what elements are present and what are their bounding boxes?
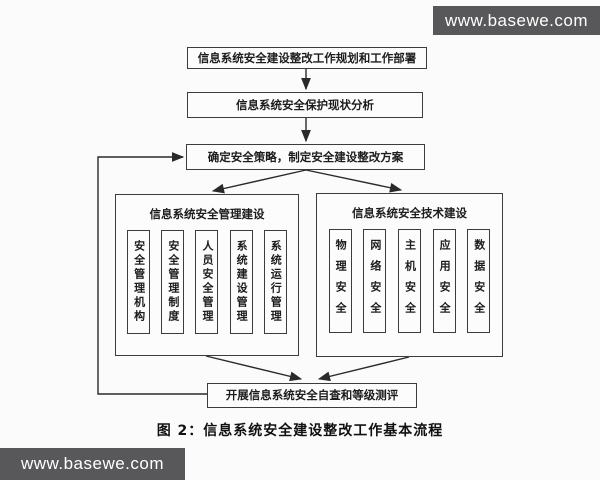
item-host-security: 主机安全	[397, 229, 421, 333]
item-network-security: 网络安全	[363, 229, 387, 333]
group-technical-items: 物理安全 网络安全 主机安全 应用安全 数据安全	[317, 229, 502, 356]
connector-management-to-review	[205, 355, 303, 382]
connector-technical-to-review	[317, 356, 410, 382]
group-security-technical-construction: 信息系统安全技术建设 物理安全 网络安全 主机安全 应用安全 数据安全	[316, 193, 503, 357]
group-management-items: 安全管理机构 安全管理制度 人员安全管理 系统建设管理 系统运行管理	[116, 230, 298, 355]
item-data-security: 数据安全	[467, 229, 491, 333]
watermark-banner-top: www.basewe.com	[433, 6, 600, 35]
item-personnel-security-management: 人员安全管理	[195, 230, 219, 334]
watermark-banner-bottom: www.basewe.com	[0, 448, 185, 480]
connector-strategy-to-technical	[305, 169, 403, 193]
node-self-check-evaluation: 开展信息系统安全自查和等级测评	[207, 383, 417, 408]
item-system-construction-management: 系统建设管理	[229, 230, 253, 334]
item-application-security: 应用安全	[432, 229, 456, 333]
group-management-title: 信息系统安全管理建设	[149, 207, 265, 221]
item-physical-security: 物理安全	[328, 229, 352, 333]
node-work-plan: 信息系统安全建设整改工作规划和工作部署	[187, 47, 427, 69]
connector-strategy-to-management	[211, 169, 307, 194]
node-security-strategy: 确定安全策略，制定安全建设整改方案	[186, 144, 425, 170]
group-technical-title: 信息系统安全技术建设	[352, 206, 467, 220]
item-system-operation-management: 系统运行管理	[263, 230, 287, 334]
group-security-management-construction: 信息系统安全管理建设 安全管理机构 安全管理制度 人员安全管理 系统建设管理 系…	[115, 194, 299, 356]
figure-caption: 图 2：信息系统安全建设整改工作基本流程	[156, 423, 444, 439]
item-security-management-org: 安全管理机构	[127, 230, 151, 334]
node-status-analysis: 信息系统安全保护现状分析	[187, 92, 423, 118]
item-security-management-system: 安全管理制度	[161, 230, 185, 334]
